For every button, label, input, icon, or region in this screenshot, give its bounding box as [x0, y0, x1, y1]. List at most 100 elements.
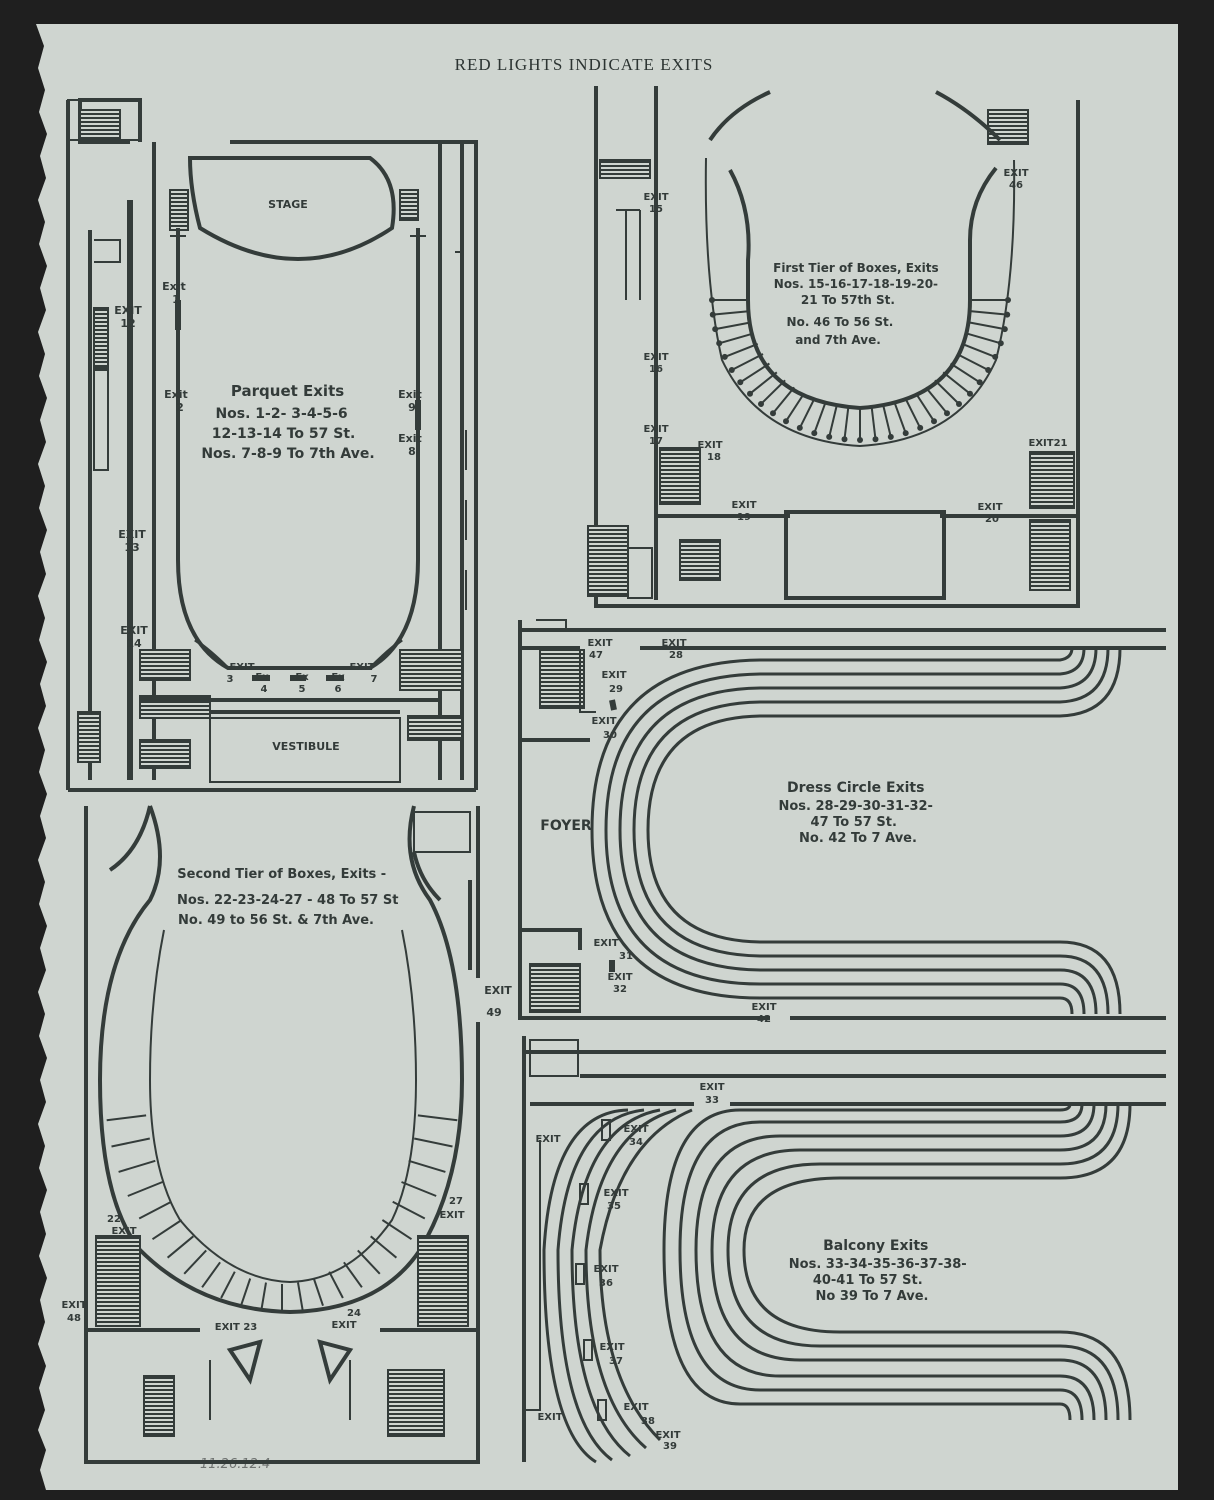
box-seat-marker [976, 379, 983, 386]
box-divider [392, 1200, 426, 1220]
box-divider [715, 321, 751, 331]
balcony-box-seats [575, 1119, 611, 1421]
exit-label: EXIT21 [1029, 438, 1068, 449]
box-divider [942, 371, 971, 395]
box-divider [882, 405, 892, 438]
box-seat-marker [902, 430, 909, 437]
box-divider [749, 371, 778, 395]
second-tier-stair [387, 1369, 445, 1437]
box-seat-marker [992, 353, 999, 360]
box-divider [870, 407, 877, 440]
box-divider [357, 1249, 381, 1275]
parquet-stair [399, 649, 463, 691]
box-divider [260, 1282, 267, 1311]
second-tier-stair [95, 1235, 141, 1327]
box-seat-marker [811, 430, 818, 437]
box-divider [417, 1114, 458, 1122]
first-tier-stair [659, 447, 701, 505]
box-divider [956, 353, 989, 371]
box-divider [151, 1219, 183, 1241]
box-divider [166, 1235, 194, 1259]
box-divider [118, 1159, 156, 1173]
second-tier-caption: Second Tier of Boxes, Exits - Nos. 22-23… [177, 867, 403, 928]
box-seat-marker [709, 297, 715, 303]
box-seat-marker [728, 367, 735, 373]
box-divider [138, 1200, 172, 1220]
box-seat-marker [709, 311, 716, 318]
box-divider [785, 392, 805, 422]
box-divider [760, 379, 786, 405]
first-tier-stair [1029, 519, 1071, 591]
box-divider [925, 386, 948, 414]
exit-label: EXIT [537, 1412, 562, 1423]
box-divider [408, 1159, 446, 1173]
box-seat-marker [956, 401, 962, 407]
box-divider [718, 332, 754, 345]
first-tier-box-dividers [709, 297, 1011, 443]
parquet-stair [407, 715, 463, 741]
box-divider [798, 398, 816, 429]
box-seat-marker [872, 436, 879, 443]
box-seat-marker [737, 379, 744, 386]
box-divider [971, 310, 1008, 316]
first-tier-stair [987, 109, 1029, 145]
pencil-catalog-note: 11.26.12.4 [200, 1457, 270, 1472]
foyer-label: FOYER [540, 818, 592, 834]
box-divider [813, 402, 827, 434]
exit-label: EXIT31 [593, 938, 633, 962]
box-seat-marker [857, 437, 863, 443]
box-seat-marker [1004, 311, 1011, 318]
dress-circle-caption: Dress Circle Exits Nos. 28-29-30-31-32- … [779, 780, 938, 846]
parquet-caption: Parquet Exits Nos. 1-2- 3-4-5-6 12-13-14… [201, 382, 374, 462]
box-divider [893, 402, 907, 434]
box-seat-marker [887, 433, 894, 440]
box-seat-marker [967, 390, 973, 397]
box-divider [739, 362, 770, 384]
second-tier-stair [143, 1375, 175, 1437]
box-seat-marker [944, 410, 950, 417]
box-seat-marker [796, 424, 803, 431]
parquet-stair [139, 649, 191, 681]
box-divider [724, 342, 759, 358]
box-divider [312, 1278, 324, 1307]
box-seat-marker [997, 340, 1004, 347]
first-tier-stair [1029, 451, 1075, 509]
box-divider [915, 392, 935, 422]
first-tier-stair [599, 159, 651, 179]
box-divider [904, 398, 922, 429]
box-divider [127, 1181, 163, 1197]
box-divider [950, 362, 981, 384]
box-seat-marker [841, 436, 848, 443]
box-divider [201, 1261, 221, 1288]
